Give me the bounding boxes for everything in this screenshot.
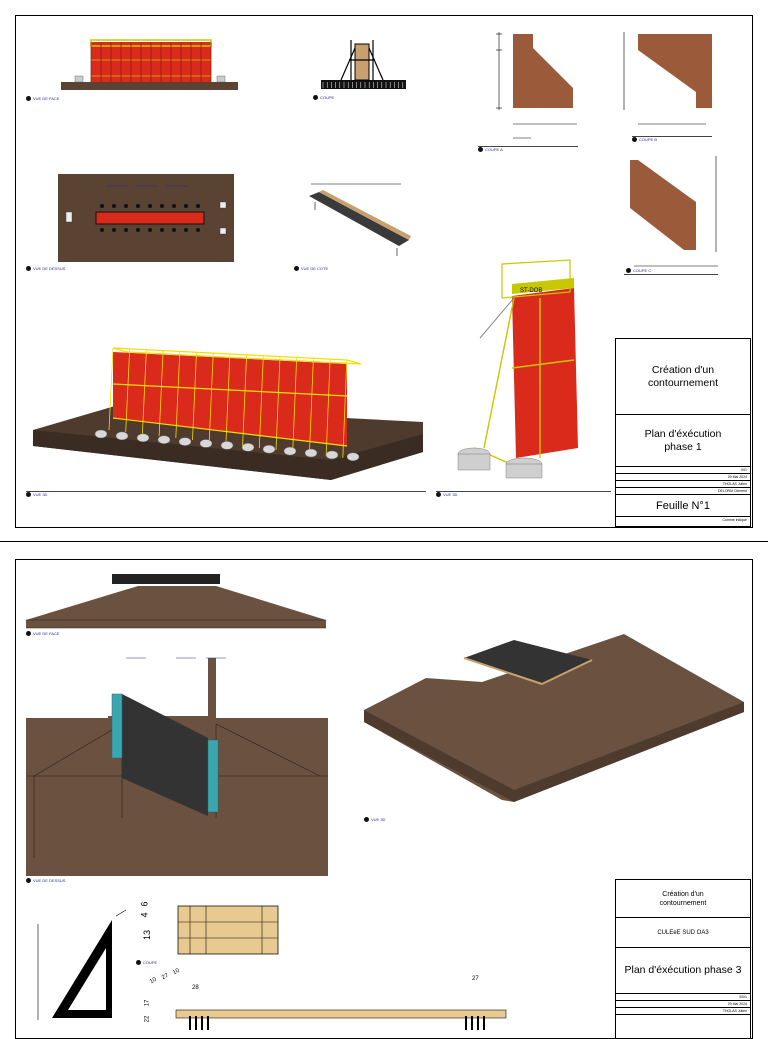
sheet-separator xyxy=(0,541,768,542)
view-label[interactable]: COUPE B xyxy=(632,137,657,143)
view-underline xyxy=(478,146,578,147)
view-label[interactable]: COUPE C xyxy=(626,268,651,274)
formwork-side-section xyxy=(321,40,406,89)
dimension-label: 27 xyxy=(160,972,170,982)
abutment-section-right xyxy=(623,32,712,125)
scale-row: Comme indiqué xyxy=(722,518,747,522)
plan-title: Plan d'éxécution phase 1 xyxy=(616,415,750,467)
formwork-elevation-view xyxy=(61,39,238,90)
view-label[interactable]: VUE DE DESSUS xyxy=(26,266,65,272)
embankment-3d-view xyxy=(364,634,744,802)
info-row: THOLAS Julien xyxy=(616,481,750,488)
drawing-sheet-1: VUE DE FACE COUPE COUPE A COUPE B xyxy=(15,15,753,528)
info-row: DELORM Clément xyxy=(616,488,750,495)
abutment-section-left xyxy=(496,32,577,139)
formwork-single-panel-3d: ST-DOB xyxy=(457,259,578,479)
embankment-elevation xyxy=(26,574,326,629)
view-label[interactable]: COUPE xyxy=(313,95,334,101)
view-label[interactable]: VUE 3D xyxy=(364,817,385,823)
view-underline xyxy=(436,491,611,492)
formwork-3d-view xyxy=(33,347,423,480)
view-underline xyxy=(624,274,718,275)
dimension-label: 13 xyxy=(142,929,153,941)
project-title: Création d'un contournement xyxy=(616,880,750,918)
dimension-label: 17 xyxy=(144,999,151,1007)
title-block: Création d'un contournement Plan d'éxécu… xyxy=(615,338,751,527)
structure-name: CULEeE SUD OA3 xyxy=(616,918,750,948)
dimension-label: 10 xyxy=(148,976,158,986)
view-label[interactable]: VUE DE FACE xyxy=(26,96,59,102)
dimension-label: 10 xyxy=(171,967,181,977)
info-row: 0001 xyxy=(616,994,750,1001)
rebar-logo-text: ST-DOB xyxy=(520,288,542,294)
view-underline xyxy=(632,136,712,137)
dimension-label: 6 xyxy=(139,901,150,907)
dimension-label: 27 xyxy=(472,976,479,982)
view-label[interactable]: VUE DE FACE xyxy=(26,631,59,637)
timber-panel-elevation xyxy=(177,905,279,955)
beam-elevation xyxy=(175,1009,507,1030)
view-label[interactable]: VUE 3D xyxy=(436,492,457,498)
view-label[interactable]: COUPE xyxy=(136,960,157,966)
sheet-number: Feuille N°1 xyxy=(616,495,750,517)
project-title: Création d'un contournement xyxy=(616,339,750,415)
bracing-triangle-section xyxy=(37,909,127,1020)
view-label[interactable]: VUE DE DESSUS xyxy=(26,878,65,884)
view-label[interactable]: COUPE A xyxy=(478,147,503,153)
info-row: THOLAS Julien xyxy=(616,1008,750,1015)
abutment-plan-view xyxy=(26,657,328,876)
dimension-label: 28 xyxy=(192,985,199,991)
dimension-label: 4 xyxy=(139,912,150,918)
abutment-section-c xyxy=(630,156,718,267)
plan-title: Plan d'éxécution phase 3 xyxy=(616,948,750,994)
view-label[interactable]: VUE DE COTE xyxy=(294,266,328,272)
formwork-plan-view xyxy=(58,174,234,262)
info-row: 29 Mai 2024 xyxy=(616,1001,750,1008)
title-block: Création d'un contournement CULEeE SUD O… xyxy=(615,879,751,1039)
view-underline xyxy=(26,491,426,492)
info-row: 29 Mai 2024 xyxy=(616,474,750,481)
info-row: 001 xyxy=(616,467,750,474)
dimension-label: 22 xyxy=(144,1015,151,1023)
inclined-beam-view xyxy=(309,183,411,256)
drawing-sheet-2: VUE DE FACE VUE DE DESSUS VUE 3D xyxy=(15,559,753,1039)
view-label[interactable]: VUE 3D xyxy=(26,492,47,498)
